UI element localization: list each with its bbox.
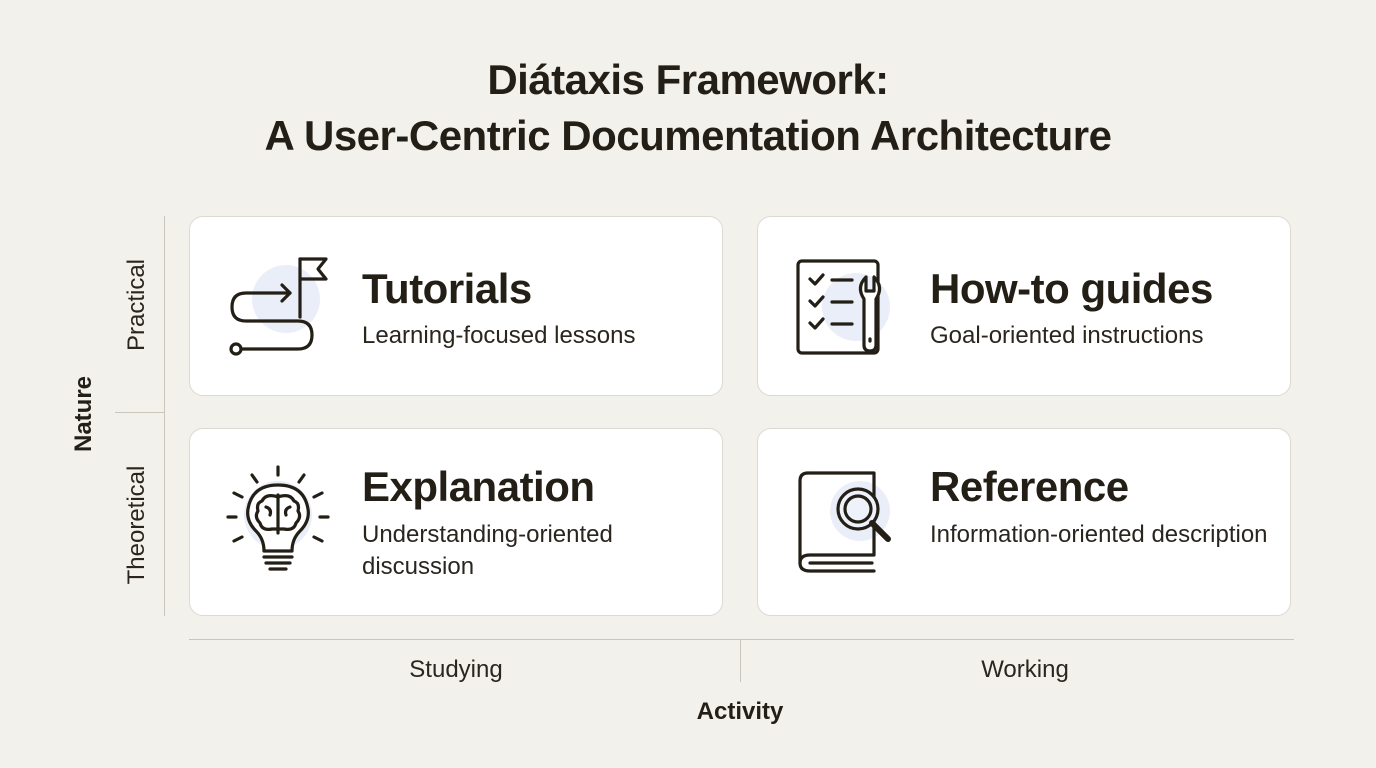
winding-path-flag-icon [218,247,338,367]
vertical-axis-divider [115,412,165,413]
quadrant-subtitle-reference: Information-oriented description [930,521,1268,548]
book-magnifier-icon [786,459,906,579]
axis-label-working: Working [981,656,1069,683]
quadrant-title-explanation: Explanation [362,463,595,510]
quadrant-title-reference: Reference [930,463,1129,510]
checklist-wrench-icon [786,247,906,367]
quadrant-subtitle-explanation: Understanding-oriented discussion [362,521,613,580]
lightbulb-brain-icon [218,459,338,579]
vertical-axis-line [164,216,165,616]
quadrant-card-explanation: Explanation Understanding-oriented discu… [189,428,723,616]
axis-title-activity: Activity [696,698,784,725]
quadrant-title-tutorials: Tutorials [362,265,532,312]
quadrant-card-how-to-guides: How-to guides Goal-oriented instructions [757,216,1291,396]
title-line-1: Diátaxis Framework: [487,56,889,103]
quadrant-card-reference: Reference Information-oriented descripti… [757,428,1291,616]
horizontal-axis-line [189,639,1294,640]
quadrant-title-how-to-guides: How-to guides [930,265,1213,312]
axis-title-nature: Nature [70,375,97,453]
axis-label-theoretical: Theoretical [123,465,150,585]
horizontal-axis-divider [740,640,741,682]
title-line-2: A User-Centric Documentation Architectur… [264,112,1112,159]
quadrant-card-tutorials: Tutorials Learning-focused lessons [189,216,723,396]
axis-label-practical: Practical [123,258,150,352]
quadrant-subtitle-how-to-guides: Goal-oriented instructions [930,322,1204,349]
page-title: Diátaxis Framework: A User-Centric Docum… [0,52,1376,164]
axis-label-studying: Studying [409,656,503,683]
quadrant-subtitle-tutorials: Learning-focused lessons [362,322,636,349]
